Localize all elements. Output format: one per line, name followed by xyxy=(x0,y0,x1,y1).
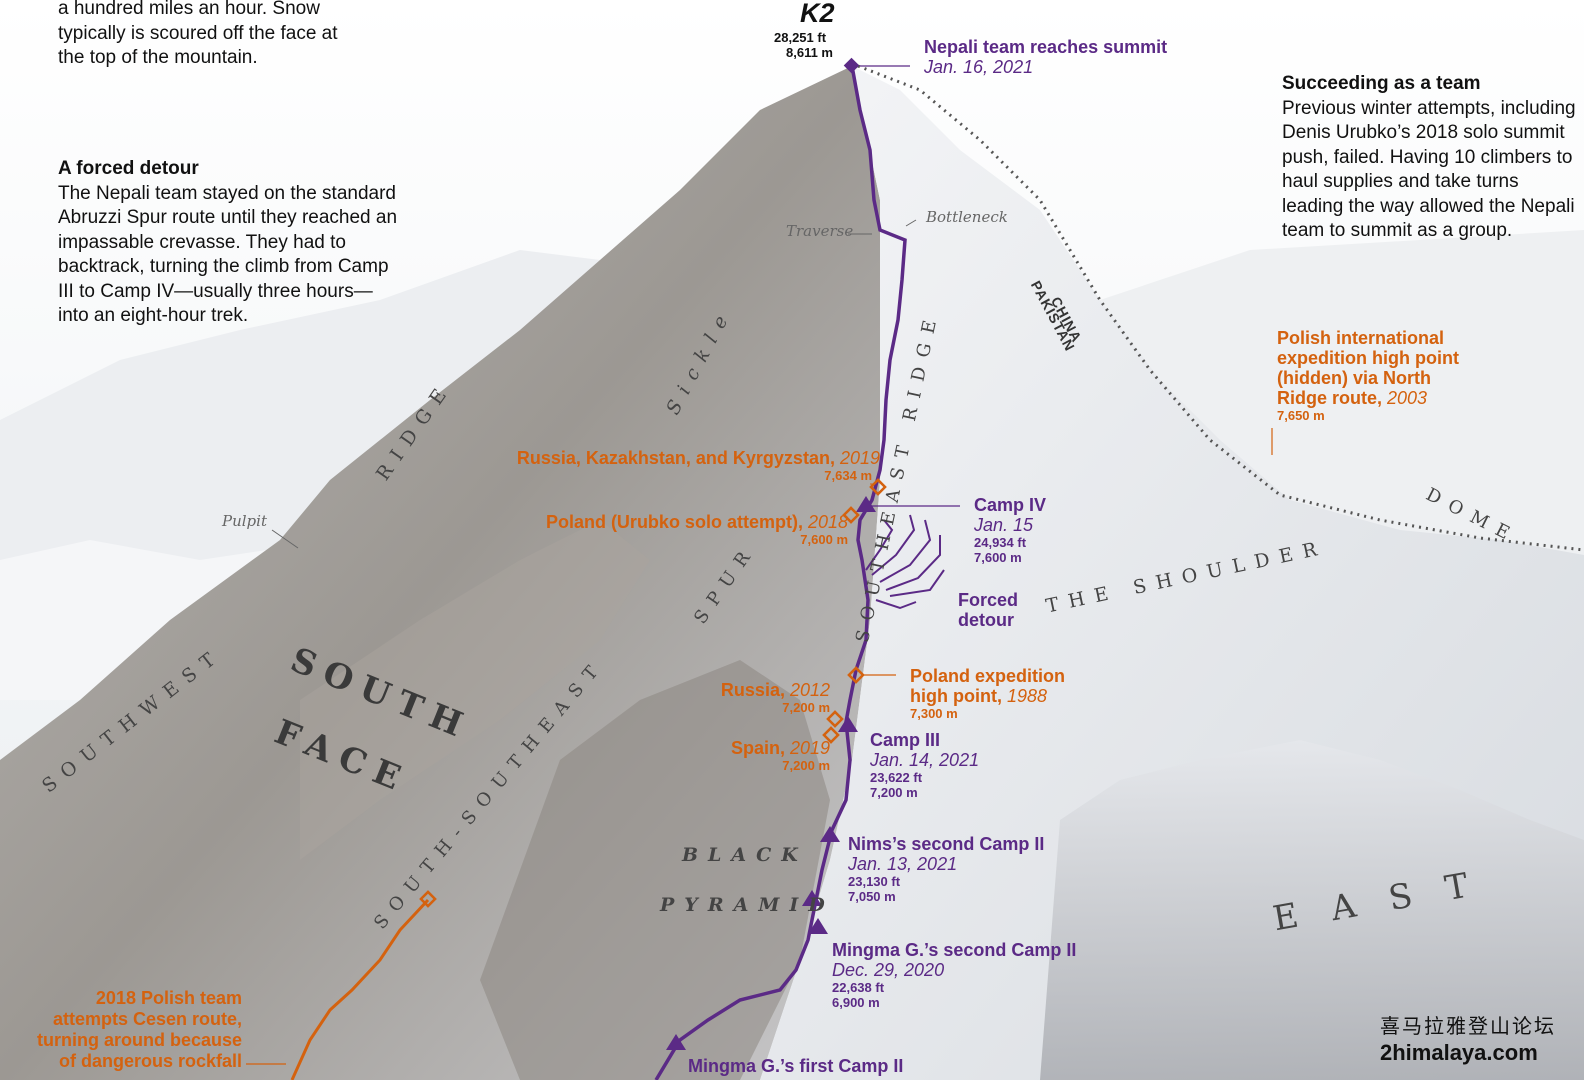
polish2018-l3: turning around because xyxy=(36,1030,242,1050)
rkk-label: Russia, Kazakhstan, and Kyrgyzstan, 2019… xyxy=(492,448,880,483)
nims-camp2-title: Nims’s second Camp II xyxy=(848,834,1045,854)
camp3-ft: 23,622 ft xyxy=(870,770,923,785)
nims-camp2-date: Jan. 13, 2021 xyxy=(848,854,958,874)
poland-urubko-m: 7,600 m xyxy=(800,532,848,547)
polish-north-l3: (hidden) via North xyxy=(1277,368,1431,388)
summit-label: Nepali team reaches summit Jan. 16, 2021 xyxy=(924,37,1167,77)
russia2012-title: Russia, xyxy=(720,680,790,700)
mingma-camp1-label: Mingma G.’s first Camp II xyxy=(688,1056,904,1076)
russia2012-label: Russia, 2012 7,200 m xyxy=(700,680,830,715)
black-label: BLACK xyxy=(682,844,808,866)
camp4-title: Camp IV xyxy=(974,495,1047,515)
mingma-camp2-label: Mingma G.’s second Camp II Dec. 29, 2020… xyxy=(832,940,1076,1010)
rkk-m: 7,634 m xyxy=(824,468,872,483)
camp4-m: 7,600 m xyxy=(974,550,1022,565)
team-title: Succeeding as a team xyxy=(1282,73,1481,94)
poland-urubko-label: Poland (Urubko solo attempt), 2018 7,600… xyxy=(492,512,848,547)
polish-north-year: 2003 xyxy=(1387,388,1428,408)
peak-height-ft: 28,251 ft xyxy=(774,30,827,45)
polish-north-l4a: Ridge route, xyxy=(1277,388,1388,408)
nims-camp2-label: Nims’s second Camp II Jan. 13, 2021 23,1… xyxy=(848,834,1044,904)
poland-urubko-year: 2018 xyxy=(807,512,848,532)
bottleneck-label: Bottleneck xyxy=(926,208,1008,226)
polish-north-l1: Polish international xyxy=(1277,328,1445,348)
forced-detour-label: Forced detour xyxy=(958,590,1018,630)
spain2019-m: 7,200 m xyxy=(782,758,830,773)
polish-north-l2: expedition high point xyxy=(1277,348,1459,368)
polish2018-l2: attempts Cesen route, xyxy=(52,1009,242,1029)
intro-tail-text: a hundred miles an hour. Snow typically … xyxy=(58,0,338,68)
russia2012-year: 2012 xyxy=(789,680,830,700)
mingma-camp2-title: Mingma G.’s second Camp II xyxy=(832,940,1077,960)
mingma-camp2-date: Dec. 29, 2020 xyxy=(832,960,945,980)
poland1988-l2a: high point, xyxy=(910,686,1007,706)
watermark-url: 2himalaya.com xyxy=(1380,1040,1538,1065)
camp3-m: 7,200 m xyxy=(870,785,918,800)
nims-camp2-ft: 23,130 ft xyxy=(848,874,901,889)
detour-line1: Forced xyxy=(958,590,1019,610)
russia2012-m: 7,200 m xyxy=(782,700,830,715)
detour-title: A forced detour xyxy=(58,158,199,179)
poland1988-l1: Poland expedition xyxy=(910,666,1066,686)
poland-urubko-title: Poland (Urubko solo attempt), xyxy=(545,512,808,532)
summit-title: Nepali team reaches summit xyxy=(924,37,1168,57)
pulpit-label: Pulpit xyxy=(222,512,267,530)
spain2019-title: Spain, xyxy=(730,738,790,758)
camp3-title: Camp III xyxy=(870,730,941,750)
detour-body: The Nepali team stayed on the standard A… xyxy=(58,182,398,327)
detour-line2: detour xyxy=(958,610,1014,630)
mingma-camp2-ft: 22,638 ft xyxy=(832,980,885,995)
pyramid-label: PYRAMID xyxy=(660,894,835,916)
polish2018-l4: of dangerous rockfall xyxy=(58,1051,242,1071)
camp3-date: Jan. 14, 2021 xyxy=(870,750,980,770)
camp4-label: Camp IV Jan. 15 24,934 ft 7,600 m xyxy=(974,495,1046,565)
polish-north-label: Polish international expedition high poi… xyxy=(1277,328,1459,423)
mingma-camp2-m: 6,900 m xyxy=(832,995,880,1010)
team-section: Succeeding as a team Previous winter att… xyxy=(1282,72,1582,244)
polish-north-m: 7,650 m xyxy=(1277,408,1325,423)
camp4-ft: 24,934 ft xyxy=(974,535,1027,550)
rkk-year: 2019 xyxy=(839,448,880,468)
team-body: Previous winter attempts, including Deni… xyxy=(1282,97,1576,242)
peak-height-m: 8,611 m xyxy=(786,45,833,60)
camp3-label: Camp III Jan. 14, 2021 23,622 ft 7,200 m xyxy=(870,730,979,800)
polish-north-l4: Ridge route, 2003 xyxy=(1277,388,1459,408)
detour-section: A forced detour The Nepali team stayed o… xyxy=(58,157,403,329)
camp4-date: Jan. 15 xyxy=(974,515,1034,535)
traverse-label: Traverse xyxy=(786,222,854,240)
poland1988-year: 1988 xyxy=(1006,686,1048,706)
poland1988-m: 7,300 m xyxy=(910,706,958,721)
poland1988-label: Poland expedition high point, 1988 7,300… xyxy=(910,666,1065,721)
rkk-title: Russia, Kazakhstan, and Kyrgyzstan, xyxy=(516,448,840,468)
polish2018-l1: 2018 Polish team xyxy=(95,988,242,1008)
polish2018-label: 2018 Polish team attempts Cesen route, t… xyxy=(8,988,242,1072)
peak-name: K2 xyxy=(800,0,835,28)
summit-date: Jan. 16, 2021 xyxy=(924,57,1034,77)
watermark-cn: 喜马拉雅登山论坛 xyxy=(1380,1016,1556,1038)
nims-camp2-m: 7,050 m xyxy=(848,889,896,904)
spain2019-label: Spain, 2019 7,200 m xyxy=(700,738,830,773)
spain2019-year: 2019 xyxy=(789,738,830,758)
